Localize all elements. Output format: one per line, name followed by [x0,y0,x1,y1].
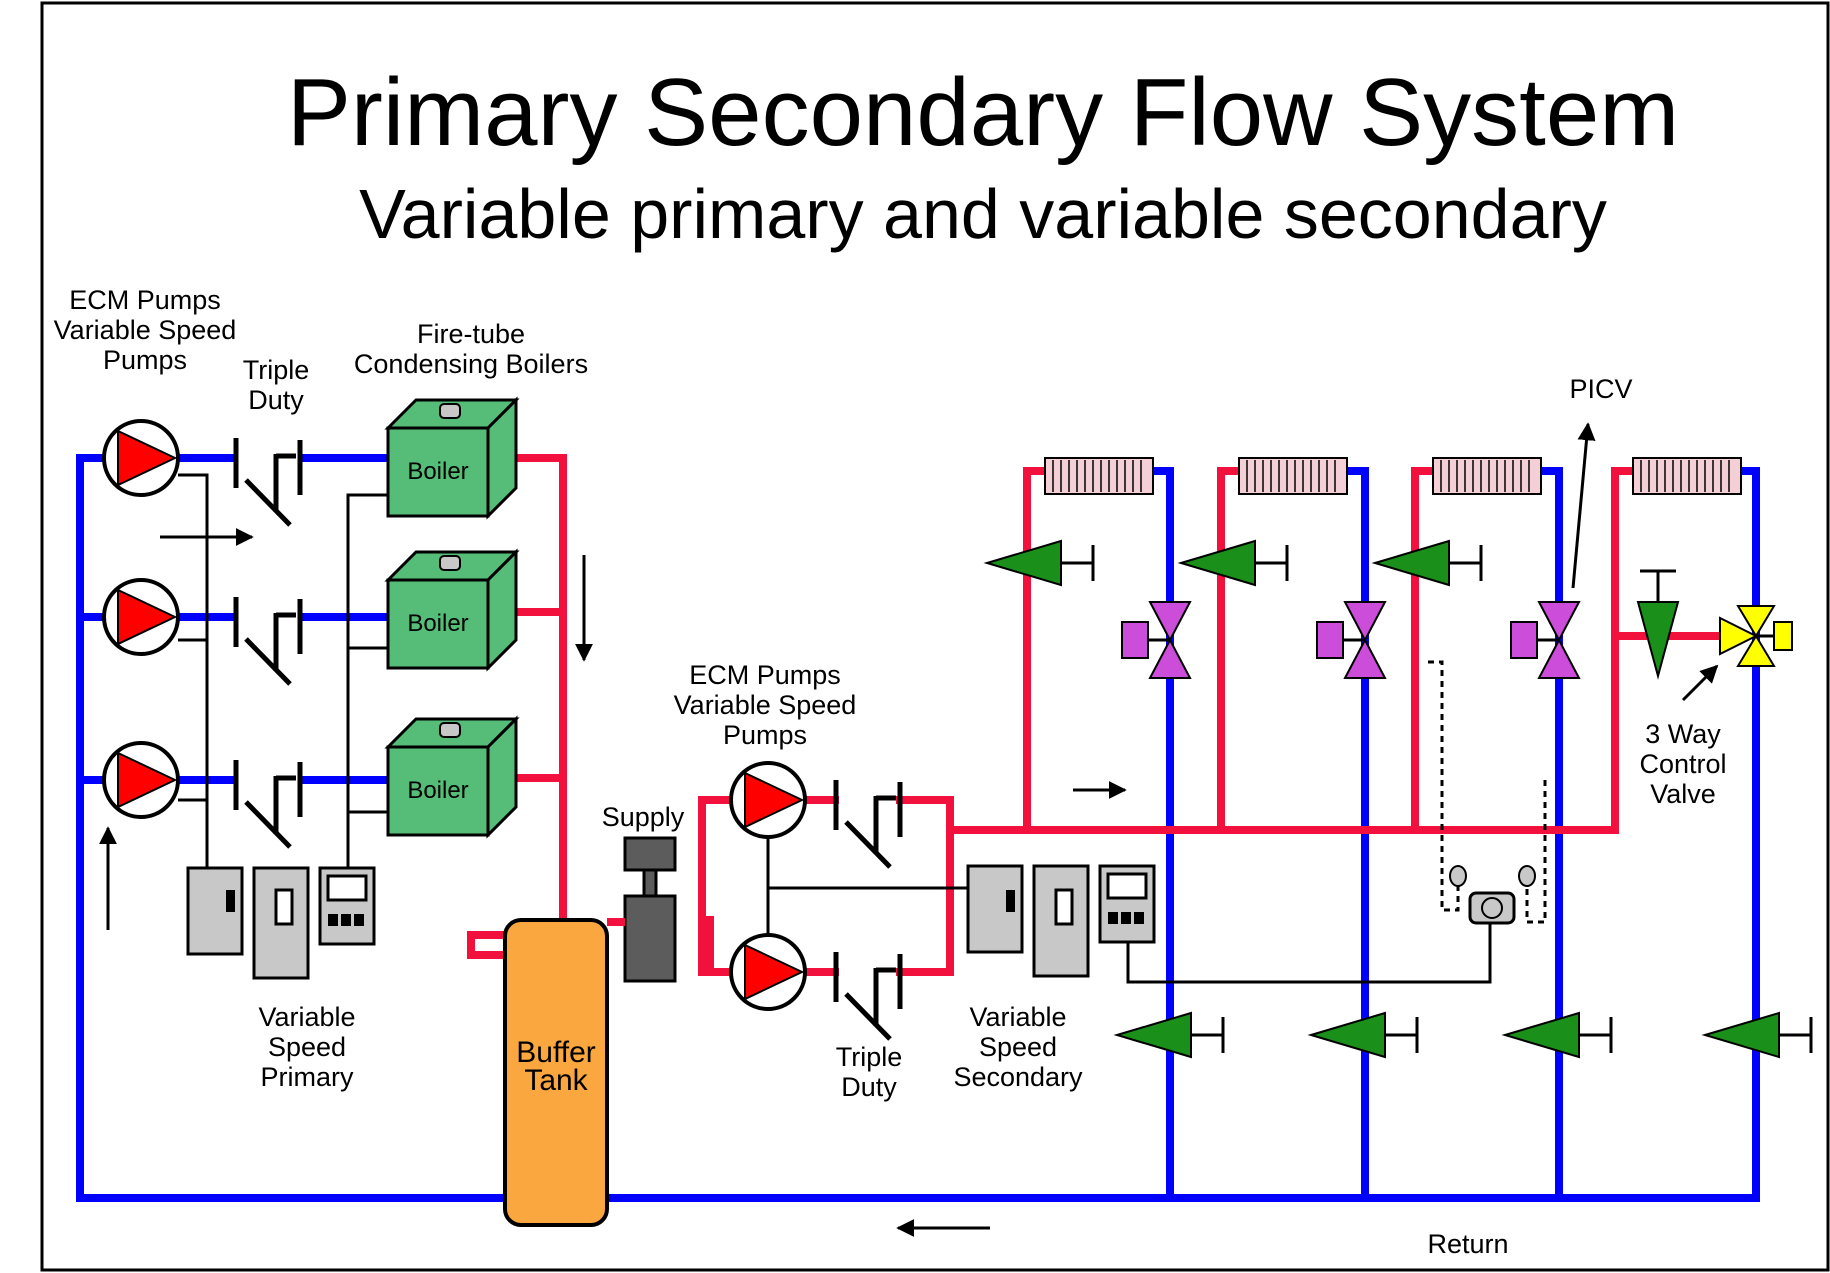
vfd-icon [186,866,244,956]
boiler-label: Boiler [407,458,468,485]
balancing-valve-icon [1177,539,1289,587]
return-label: Return [1427,1229,1508,1259]
label-line: Triple [243,355,310,385]
differential-pressure-sensor-icon [1449,865,1536,925]
primary-triple-duty-label: Triple Duty [243,355,310,415]
picv-label: PICV [1569,374,1632,404]
coil-icon [1238,457,1348,495]
vfd-icon [252,866,310,980]
controller-icon [1098,864,1156,944]
label-line: Speed [979,1032,1057,1062]
label-line: Speed [268,1032,346,1062]
primary-pumps-label: ECM Pumps Variable Speed Pumps [54,285,237,375]
pump-icon [102,578,180,656]
label-line: Pumps [103,345,187,375]
label-line: Variable Speed [54,315,237,345]
control-wiring [178,473,1492,984]
return-piping [76,454,1760,1202]
buffer-tank-label: Tank [524,1064,588,1097]
secondary-pumps-label: ECM Pumps Variable Speed Pumps [674,660,857,750]
vfd-icon [1032,864,1090,978]
buffer-tank-label: Buffer [516,1036,596,1069]
boiler-label: Boiler [407,610,468,637]
vfd-icon [966,864,1024,954]
pump-icon [102,741,180,819]
supply-label: Supply [602,802,685,832]
balancing-valve-icon [1701,1011,1813,1059]
vs-primary-label: Variable Speed Primary [258,1002,355,1092]
balancing-valve-icon [983,539,1095,587]
pump-icon [729,761,807,839]
pump-icon [729,933,807,1011]
triple-duty-valve-icon [833,780,903,869]
label-line: Variable Speed [674,690,857,720]
label-line: Variable [258,1002,355,1032]
pump-icon [102,419,180,497]
label-line: Duty [841,1072,897,1102]
balancing-valve-icon [1501,1011,1613,1059]
label-line: ECM Pumps [69,285,221,315]
diagram-subtitle: Variable primary and variable secondary [359,175,1607,253]
balancing-valve-icon [1113,1011,1225,1059]
boiler-2: Boiler [384,548,520,672]
label-line: Duty [248,385,304,415]
supply-sensor [623,836,677,983]
label-line: ECM Pumps [689,660,841,690]
boiler-label: Boiler [407,777,468,804]
picv-icon [1510,601,1581,679]
label-line: 3 Way [1645,719,1721,749]
triple-duty-valve-icon [233,760,303,849]
boiler-1: Boiler [384,396,520,520]
boiler-3: Boiler [384,715,520,839]
boilers-heading-label: Fire-tube Condensing Boilers [354,319,588,379]
label-line: Fire-tube [417,319,525,349]
diagram-title: Primary Secondary Flow System [287,59,1679,166]
balancing-valve-icon [1636,569,1680,680]
secondary-triple-duty-label: Triple Duty [836,1042,903,1102]
balancing-valve-icon [1307,1011,1419,1059]
buffer-tank: Buffer Tank [503,918,609,1227]
triple-duty-valve-icon [233,597,303,686]
picv-icon [1121,601,1192,679]
sensor-tubing [1428,660,1547,924]
three-way-valve-icon [1719,605,1793,667]
label-line: Control [1639,749,1726,779]
flow-arrow-icon [99,422,1719,1237]
diagram-border [40,1,1830,1272]
label-line: Primary [261,1062,354,1092]
label-line: Pumps [723,720,807,750]
label-line: Secondary [953,1062,1083,1092]
coil-icon [1632,457,1742,495]
label-line: Variable [969,1002,1066,1032]
three-way-valve-label: 3 Way Control Valve [1639,719,1726,809]
coil-icon [1044,457,1154,495]
label-line: Triple [836,1042,903,1072]
triple-duty-valve-icon [833,952,903,1041]
triple-duty-valve-icon [233,438,303,527]
label-line: Condensing Boilers [354,349,588,379]
vs-secondary-label: Variable Speed Secondary [953,1002,1083,1092]
label-line: Valve [1650,779,1716,809]
picv-icon [1316,601,1387,679]
coil-icon [1432,457,1542,495]
controller-icon [318,866,376,946]
balancing-valve-icon [1371,539,1483,587]
